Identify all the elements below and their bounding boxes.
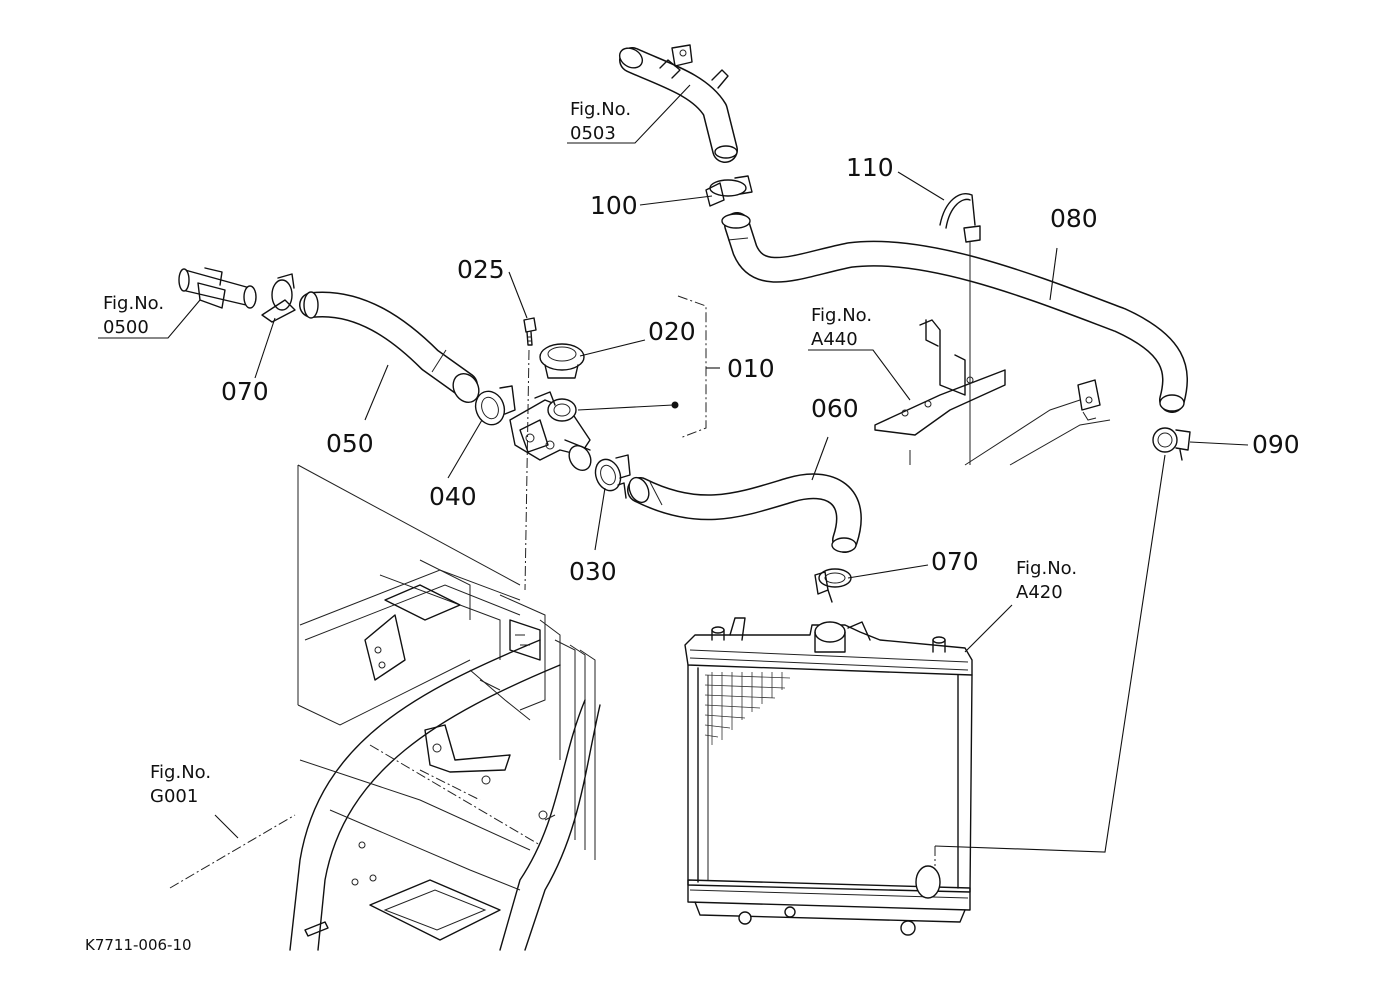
fig-a440-label: Fig.No.: [811, 305, 872, 326]
fig-a420-label: Fig.No.: [1016, 558, 1077, 579]
radiator-cap-020: [539, 343, 585, 379]
callout-labels: 110 080 100 025 020 010 070 050 040 060 …: [221, 153, 1300, 586]
fig-0500-number: 0500: [103, 317, 149, 338]
fig-a440-number: A440: [811, 329, 858, 350]
callout-050: 050: [326, 429, 374, 458]
callout-110: 110: [846, 153, 894, 182]
clamp-070-right: [814, 568, 852, 603]
fig-0500-label: Fig.No.: [103, 293, 164, 314]
hose-050: [299, 291, 480, 404]
clamp-090: [1152, 427, 1191, 461]
core-fins: [704, 672, 791, 745]
callout-010: 010: [727, 354, 775, 383]
callout-020: 020: [648, 317, 696, 346]
callout-080: 080: [1050, 204, 1098, 233]
drawing-code: K7711-006-10: [85, 936, 192, 954]
fig-0503-label: Fig.No.: [570, 99, 631, 120]
chassis-frame: [289, 464, 601, 951]
radiator-a420: [684, 617, 973, 936]
clamp-040: [474, 385, 516, 426]
fig-0503-number: 0503: [570, 123, 616, 144]
callout-025: 025: [457, 255, 505, 284]
callout-060: 060: [811, 394, 859, 423]
bolt-025: [523, 317, 537, 591]
fig-a420-number: A420: [1016, 582, 1063, 603]
pipe-0503: [618, 44, 738, 163]
callout-040: 040: [429, 482, 477, 511]
fig-g001-number: G001: [150, 786, 198, 807]
callout-090: 090: [1252, 430, 1300, 459]
callout-030: 030: [569, 557, 617, 586]
clamp-030: [594, 454, 631, 499]
clamp-100: [705, 175, 753, 207]
callout-070-right: 070: [931, 547, 979, 576]
clamp-070-left: [261, 273, 296, 323]
figure-references: Fig.No. 0503 Fig.No. 0500 Fig.No. A440 F…: [103, 99, 1077, 807]
callout-100: 100: [590, 191, 638, 220]
flange-assembly-010: [509, 391, 592, 472]
cable-tie-110: [939, 193, 981, 430]
callout-070-left: 070: [221, 377, 269, 406]
fig-g001-label: Fig.No.: [150, 762, 211, 783]
hose-060: [627, 473, 862, 553]
leader-lines: [98, 84, 1249, 889]
hose-080: [721, 212, 1188, 413]
pipe-0500: [178, 267, 257, 309]
bracket-a440: [874, 319, 1111, 466]
